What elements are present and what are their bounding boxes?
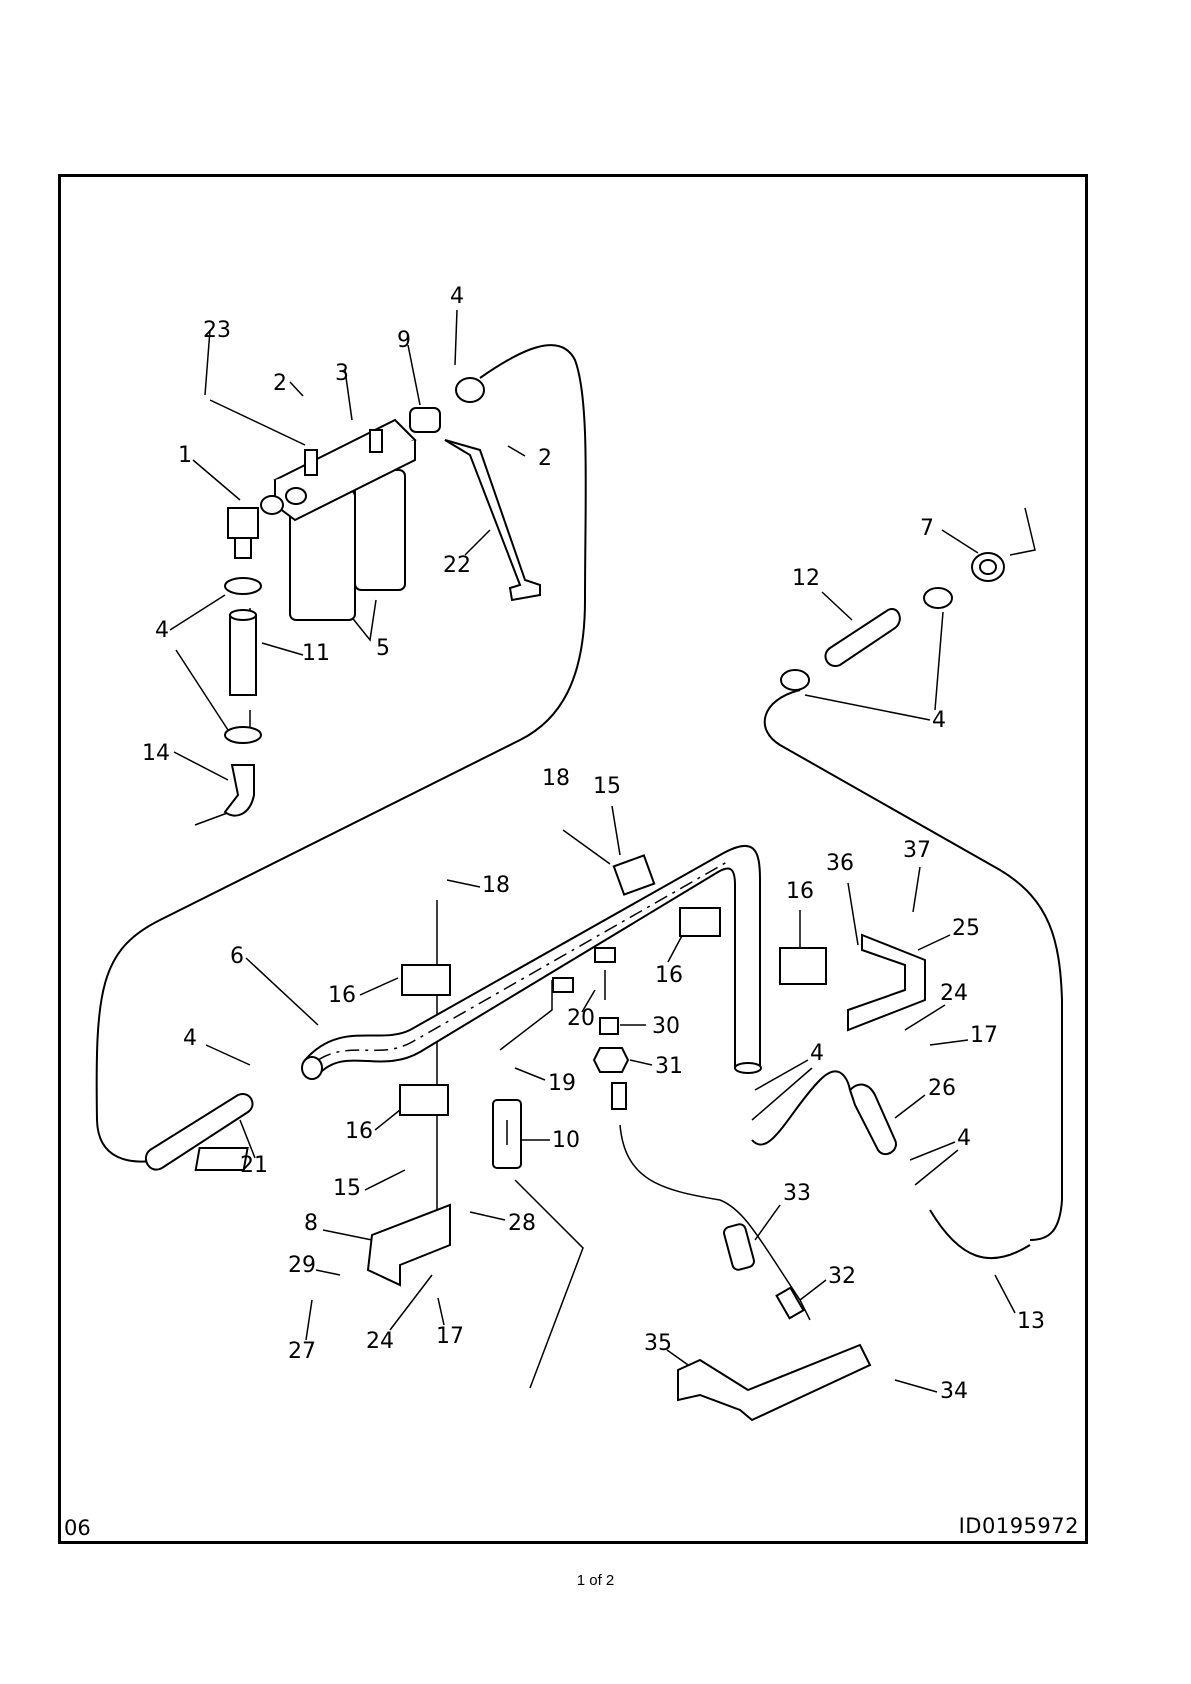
callout-label: 16 xyxy=(655,963,683,988)
bracket-8 xyxy=(368,1205,450,1285)
sleeve-10 xyxy=(493,1100,521,1168)
callout-label: 15 xyxy=(333,1176,361,1201)
callout-label: 36 xyxy=(826,851,854,876)
callout-label: 5 xyxy=(376,636,390,661)
callout-label: 24 xyxy=(366,1329,394,1354)
callout-label: 4 xyxy=(810,1041,824,1066)
callout-label: 2 xyxy=(273,371,287,396)
callout-label: 4 xyxy=(450,284,464,309)
callout-label: 16 xyxy=(345,1119,373,1144)
callout-label: 33 xyxy=(783,1181,811,1206)
fitting-9 xyxy=(410,378,484,432)
callout-label: 20 xyxy=(567,1006,595,1031)
callout-label: 37 xyxy=(903,838,931,863)
hose-11 xyxy=(225,578,261,743)
callout-label: 14 xyxy=(142,741,170,766)
callout-label: 29 xyxy=(288,1253,316,1278)
drawing-id: ID0195972 xyxy=(959,1514,1079,1538)
callout-label: 4 xyxy=(932,708,946,733)
callout-label: 4 xyxy=(183,1026,197,1051)
callout-label: 23 xyxy=(203,318,231,343)
ground-bar-35 xyxy=(678,1345,870,1420)
callout-label: 18 xyxy=(482,873,510,898)
callout-label: 15 xyxy=(593,774,621,799)
callout-label: 17 xyxy=(970,1023,998,1048)
callout-label: 9 xyxy=(397,328,411,353)
callout-label: 28 xyxy=(508,1211,536,1236)
callout-label: 10 xyxy=(552,1128,580,1153)
callout-label: 21 xyxy=(240,1153,268,1178)
callout-label: 22 xyxy=(443,553,471,578)
callout-label: 16 xyxy=(328,983,356,1008)
filter-assembly xyxy=(275,420,415,620)
drawing-code: 06 xyxy=(64,1516,91,1540)
small-fittings xyxy=(594,1018,803,1318)
callout-label: 32 xyxy=(828,1264,856,1289)
page-indicator: 1 of 2 xyxy=(0,1572,1191,1589)
main-pipe xyxy=(302,846,761,1079)
callout-label: 34 xyxy=(940,1379,968,1404)
callout-label: 27 xyxy=(288,1339,316,1364)
elbow-fitting-1 xyxy=(228,496,283,558)
callout-label: 26 xyxy=(928,1076,956,1101)
callout-label: 4 xyxy=(155,618,169,643)
callout-label: 6 xyxy=(230,944,244,969)
callout-label: 17 xyxy=(436,1324,464,1349)
bracket-25 xyxy=(848,935,925,1030)
callout-label: 16 xyxy=(786,879,814,904)
callout-label: 18 xyxy=(542,766,570,791)
callout-label: 19 xyxy=(548,1071,576,1096)
callout-label: 13 xyxy=(1017,1309,1045,1334)
callout-label: 7 xyxy=(920,516,934,541)
callout-label: 31 xyxy=(655,1054,683,1079)
callout-label: 4 xyxy=(957,1126,971,1151)
callout-labels: 23 2 3 9 4 2 1 22 7 12 4 5 11 4 14 18 15… xyxy=(142,284,1045,1404)
callout-label: 30 xyxy=(652,1014,680,1039)
callout-label: 11 xyxy=(302,641,330,666)
callout-label: 24 xyxy=(940,981,968,1006)
callout-label: 35 xyxy=(644,1331,672,1356)
callout-label: 3 xyxy=(335,361,349,386)
callout-label: 1 xyxy=(178,443,192,468)
elbow-14 xyxy=(225,765,254,816)
callout-label: 12 xyxy=(792,566,820,591)
callout-label: 25 xyxy=(952,916,980,941)
callout-label: 2 xyxy=(538,446,552,471)
callout-label: 8 xyxy=(304,1211,318,1236)
hose-26 xyxy=(850,1085,896,1155)
